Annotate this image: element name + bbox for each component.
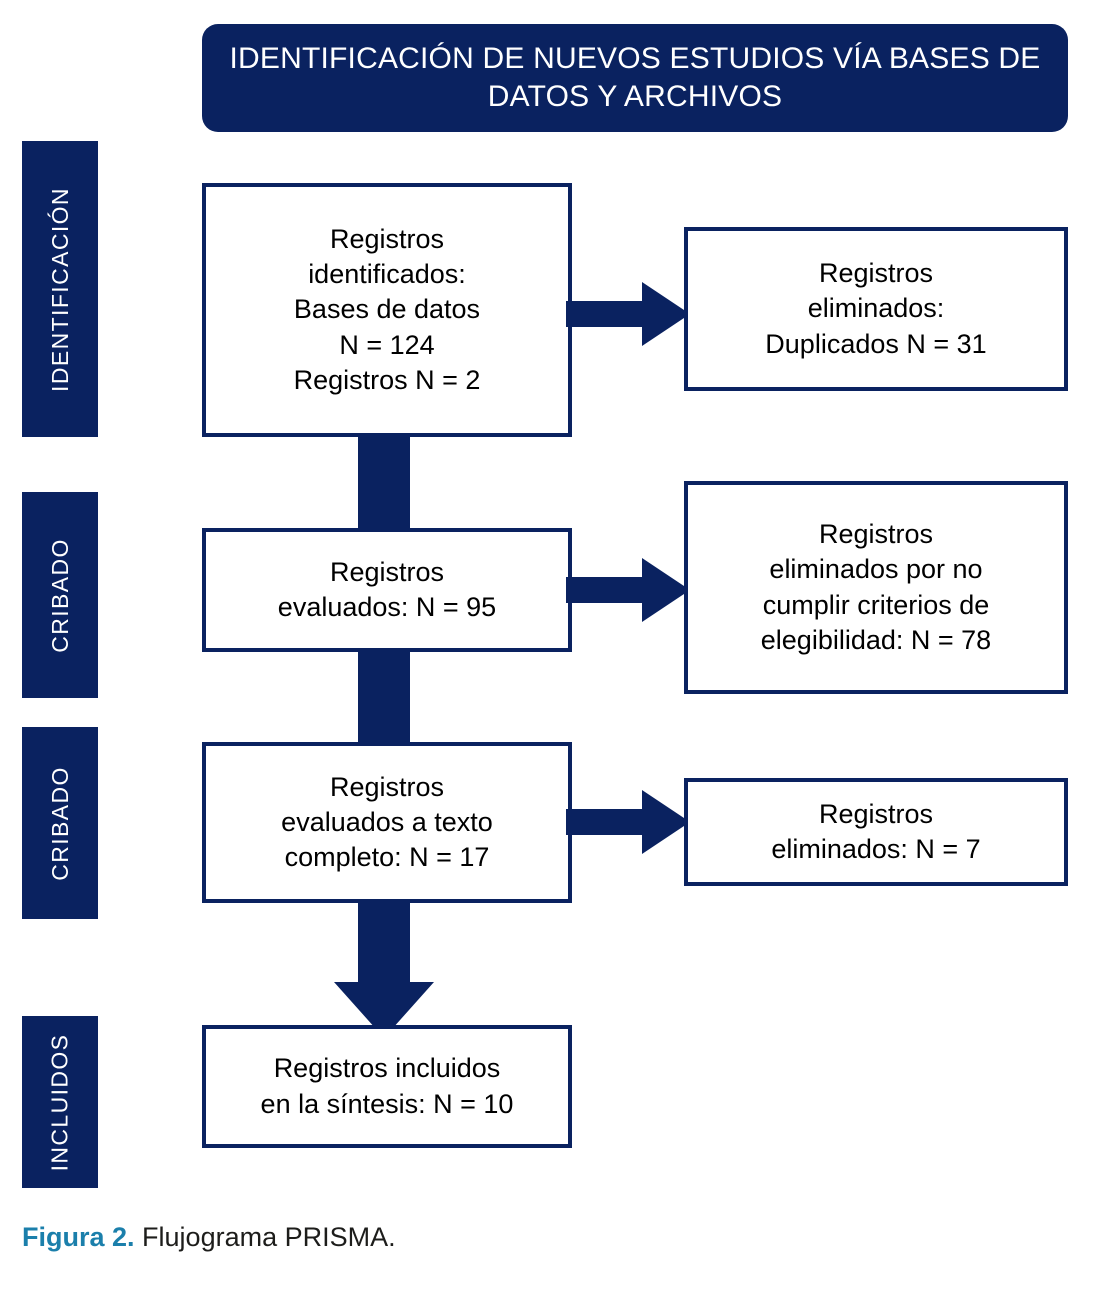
box-line: N = 124 — [339, 329, 435, 360]
box-line: Registros — [818, 519, 934, 550]
stage-label-cribado-1: CRIBADO — [46, 537, 73, 653]
box-registros-eliminados-duplicados-text: Registros eliminados: Duplicados N = 31 — [765, 256, 986, 361]
box-registros-evaluados-text: Registros evaluados: N = 95 — [278, 555, 496, 625]
box-line: completo: N = 17 — [284, 842, 490, 873]
box-line: Registros N = 2 — [293, 364, 481, 395]
banner-title: IDENTIFICACIÓN DE NUEVOS ESTUDIOS VÍA BA… — [229, 42, 1041, 113]
box-registros-evaluados-texto-completo-text: Registros evaluados a texto completo: N … — [281, 770, 493, 875]
arrow-fulltext-to-excluded — [566, 790, 690, 854]
box-line: en la síntesis: N = 10 — [260, 1088, 514, 1119]
stage-bar-cribado-1: CRIBADO — [22, 492, 98, 698]
box-line: Duplicados N = 31 — [765, 328, 987, 359]
figure-caption: Figura 2. Flujograma PRISMA. — [22, 1222, 396, 1253]
arrow-screened-to-excluded — [566, 558, 690, 622]
box-line: eliminados: N = 7 — [771, 834, 981, 864]
box-registros-incluidos-text: Registros incluidos en la síntesis: N = … — [261, 1051, 514, 1121]
box-line: evaluados a texto — [281, 806, 493, 837]
stage-bar-incluidos: INCLUIDOS — [22, 1016, 98, 1188]
box-line: elegibilidad: N = 78 — [760, 624, 992, 655]
stage-bar-cribado-2: CRIBADO — [22, 727, 98, 919]
box-line: Registros — [329, 224, 445, 255]
stage-label-incluidos: INCLUIDOS — [46, 1033, 73, 1171]
diagram-header-banner: IDENTIFICACIÓN DE NUEVOS ESTUDIOS VÍA BA… — [202, 24, 1068, 132]
box-line: identificados: — [308, 259, 466, 290]
box-line: Registros — [818, 798, 934, 829]
box-line: cumplir criterios de — [762, 589, 990, 620]
box-line: Bases de datos — [293, 294, 481, 325]
connector-arrow-fulltext-to-included — [334, 900, 434, 1038]
stage-label-cribado-2: CRIBADO — [46, 765, 73, 881]
box-registros-eliminados-criterios: Registros eliminados por no cumplir crit… — [684, 481, 1068, 694]
box-registros-eliminados-texto: Registros eliminados: N = 7 — [684, 778, 1068, 886]
box-line: eliminados: — [807, 293, 945, 324]
box-line: Registros — [329, 556, 445, 587]
figure-caption-text: Flujograma PRISMA. — [142, 1222, 396, 1252]
box-line: Registros — [818, 258, 934, 289]
box-registros-incluidos: Registros incluidos en la síntesis: N = … — [202, 1025, 572, 1148]
box-line: Registros incluidos — [273, 1053, 501, 1084]
box-registros-evaluados: Registros evaluados: N = 95 — [202, 528, 572, 652]
box-registros-evaluados-texto-completo: Registros evaluados a texto completo: N … — [202, 742, 572, 903]
stage-bar-identificacion: IDENTIFICACIÓN — [22, 141, 98, 437]
box-registros-eliminados-texto-text: Registros eliminados: N = 7 — [771, 797, 980, 867]
figure-caption-label: Figura 2. — [22, 1222, 135, 1252]
box-line: evaluados: N = 95 — [277, 592, 497, 622]
box-registros-eliminados-criterios-text: Registros eliminados por no cumplir crit… — [761, 517, 991, 657]
box-registros-identificados: Registros identificados: Bases de datos … — [202, 183, 572, 437]
box-registros-identificados-text: Registros identificados: Bases de datos … — [294, 222, 481, 397]
box-registros-eliminados-duplicados: Registros eliminados: Duplicados N = 31 — [684, 227, 1068, 391]
box-line: Registros — [329, 771, 445, 802]
stage-label-identificacion: IDENTIFICACIÓN — [46, 186, 73, 392]
arrow-identified-to-duplicates — [566, 282, 690, 346]
box-line: eliminados por no — [769, 554, 983, 585]
